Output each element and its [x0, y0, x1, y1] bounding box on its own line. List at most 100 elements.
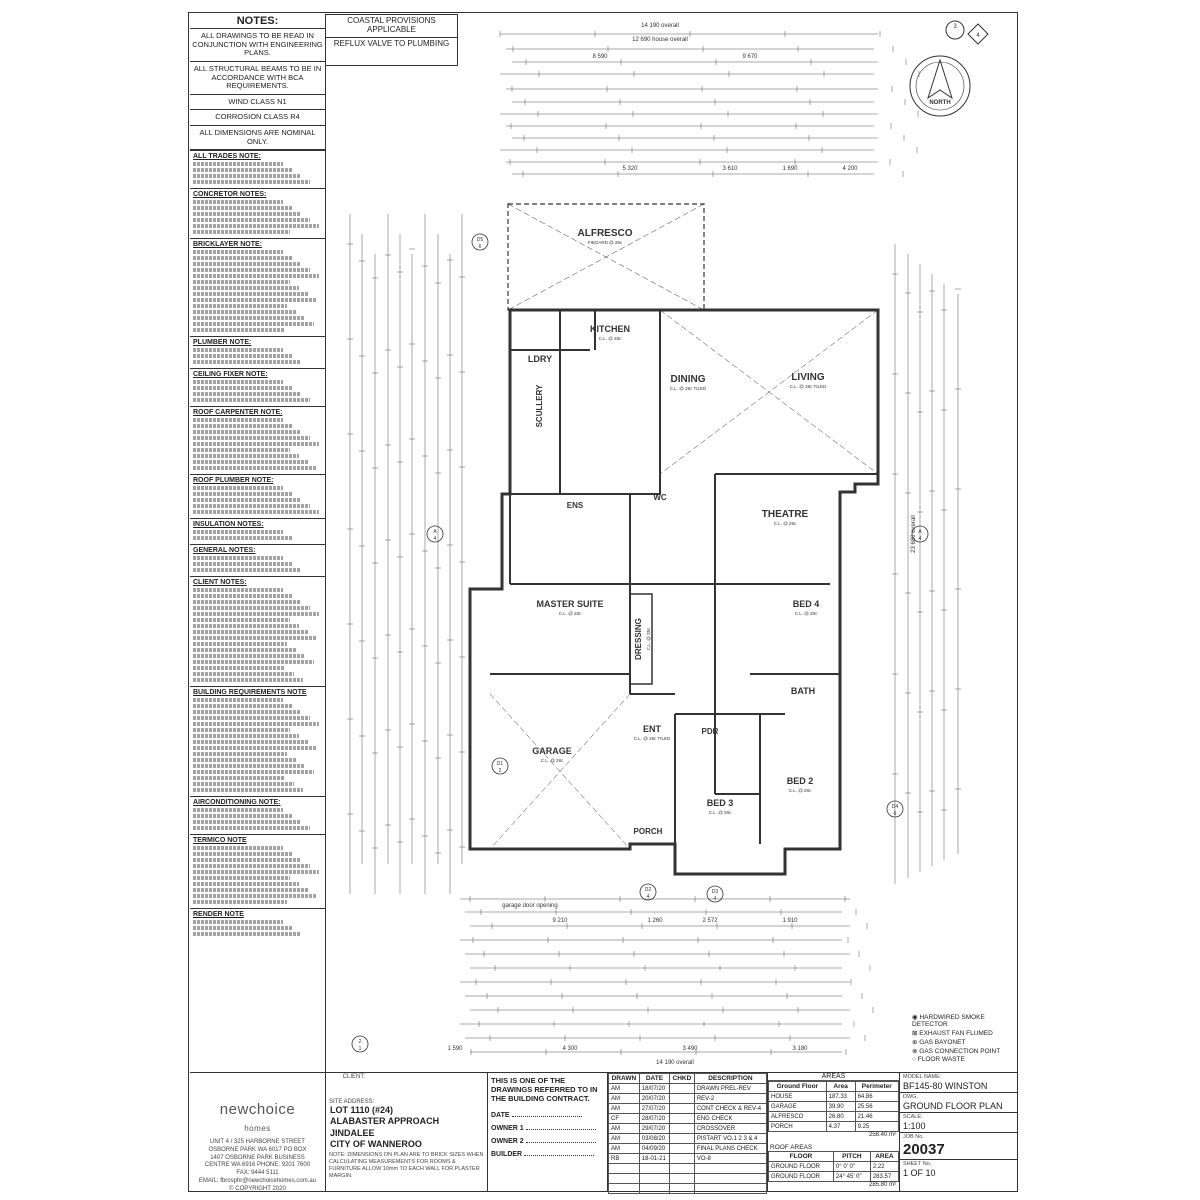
room-name-alfresco: ALFRESCO	[578, 228, 633, 239]
table-cell: CONT CHECK & REV-4	[693, 1103, 768, 1114]
note-text-line	[193, 162, 284, 167]
model-name: BF145-80 WINSTON	[900, 1080, 1018, 1093]
note-text-line	[193, 716, 311, 721]
table-cell: 18/07/20	[638, 1083, 671, 1094]
note-box: CORROSION CLASS R4	[190, 110, 325, 126]
table-cell: AM	[608, 1123, 640, 1134]
note-text-line	[193, 274, 320, 279]
room-sub-dressing: C.L. @ 28c	[646, 627, 651, 650]
note-text-line	[193, 328, 285, 333]
section-marker-bottom: 4	[919, 536, 922, 542]
note-text-line	[193, 510, 320, 515]
note-text-line	[193, 442, 320, 447]
section-diamond	[967, 23, 989, 45]
table-cell: 27/07/20	[638, 1103, 671, 1114]
note-text-line	[193, 310, 297, 315]
table-cell	[669, 1093, 695, 1104]
table-cell: FLOOR	[768, 1151, 834, 1162]
note-text-line	[193, 876, 290, 881]
note-text-line	[193, 666, 285, 671]
note-box: WIND CLASS N1	[190, 95, 325, 111]
note-section: GENERAL NOTES:	[190, 544, 325, 576]
note-text-line	[193, 618, 290, 623]
dim-bot-8: 3 180	[792, 1046, 808, 1052]
room-name-ldry: LDRY	[528, 354, 552, 364]
section-marker-top: 2	[359, 1039, 362, 1045]
legend-item: ◉ HARDWIRED SMOKE DETECTOR	[912, 1013, 1016, 1028]
roof-total: 285.80 m²	[868, 1182, 896, 1188]
table-cell: AM	[608, 1133, 640, 1144]
site-cell: SITE ADDRESS: LOT 1110 (#24) ALABASTER A…	[326, 1073, 488, 1191]
table-cell: 24° 45' 0"	[832, 1171, 871, 1182]
table-cell: 283.57	[869, 1171, 900, 1182]
note-text-line	[193, 280, 290, 285]
note-section: CLIENT NOTES:	[190, 576, 325, 686]
table-row	[608, 1173, 768, 1184]
note-text-line	[193, 894, 317, 899]
note-text-line	[193, 594, 293, 599]
company-sub: homes	[244, 1124, 271, 1133]
note-text-line	[193, 562, 293, 567]
note-text-line	[193, 710, 302, 715]
room-name-dining: DINING	[671, 374, 706, 385]
table-cell: AM	[608, 1083, 640, 1094]
site-line-1: LOT 1110 (#24)	[330, 1105, 394, 1115]
table-row	[608, 1183, 768, 1194]
section-marker-top: D1	[497, 761, 504, 767]
room-sub-theatre: C.L. @ 28c	[774, 521, 797, 526]
room-sub-master: C.L. @ 28c	[559, 611, 582, 616]
room-name-living: LIVING	[791, 372, 825, 383]
room-sub-alfresco: FIBGARD @ 28c	[588, 240, 623, 245]
compass-arrow	[927, 58, 953, 100]
dim-bot-4: 1 910	[782, 918, 798, 924]
table-cell	[669, 1143, 695, 1154]
note-text-line	[193, 206, 293, 211]
section-marker-bottom: 4	[714, 896, 717, 902]
table-cell	[693, 1163, 768, 1174]
note-text-line	[193, 588, 284, 593]
note-text-line	[193, 262, 302, 267]
section-marker	[426, 525, 444, 543]
note-section-title: BRICKLAYER NOTE:	[193, 241, 262, 249]
note-section-title: GENERAL NOTES:	[193, 547, 256, 555]
legend-item: ⊠ EXHAUST FAN FLUMED	[912, 1029, 1016, 1037]
note-text-line	[193, 654, 306, 659]
drawing-info-cell: MODEL NAME: BF145-80 WINSTON DWG. GROUND…	[900, 1073, 1018, 1191]
sheet-number: 1 OF 10	[903, 1168, 936, 1178]
legend-text: FLOOR WASTE	[917, 1056, 965, 1063]
room-name-scullery: SCULLERY	[535, 384, 544, 427]
sheet-label: SHEET No.	[903, 1161, 932, 1167]
note-text-line	[193, 168, 293, 173]
legend-item: ⊗ GAS CONNECTION POINT	[912, 1047, 1016, 1055]
note-text-line	[193, 486, 284, 491]
site-note: NOTE: DIMENSIONS ON PLAN ARE TO BRICK SI…	[329, 1152, 484, 1180]
drawing-sheet	[188, 12, 1018, 1192]
table-cell	[608, 1163, 640, 1174]
note-section: ROOF PLUMBER NOTE:	[190, 474, 325, 518]
note-text-line	[193, 256, 293, 261]
note-text-line	[193, 504, 311, 509]
legend-symbol-icon: ○	[912, 1056, 918, 1063]
contract-reference: THIS IS ONE OF THE DRAWINGS REFERRED TO …	[491, 1076, 598, 1103]
note-text-line	[193, 418, 284, 423]
note-text-line	[193, 672, 294, 677]
note-section-title: ROOF CARPENTER NOTE:	[193, 409, 283, 417]
room-sub-living: C.L. @ 28c TILED	[790, 384, 827, 389]
table-cell: ENG CHECK	[693, 1113, 768, 1124]
job-number: 20037	[900, 1140, 1018, 1160]
legend-text: GAS BAYONET	[919, 1039, 966, 1046]
legend-symbol-icon: ⊗	[912, 1048, 920, 1055]
notes-column: NOTES: ALL DRAWINGS TO BE READ IN CONJUN…	[190, 14, 326, 1074]
note-text-line	[193, 642, 288, 647]
room-sub-bed2: C.L. @ 28c	[789, 788, 812, 793]
note-text-line	[193, 600, 302, 605]
table-cell: PISTART VO.1 2 3 & 4	[693, 1133, 768, 1144]
table-cell: 2.22	[869, 1161, 900, 1172]
